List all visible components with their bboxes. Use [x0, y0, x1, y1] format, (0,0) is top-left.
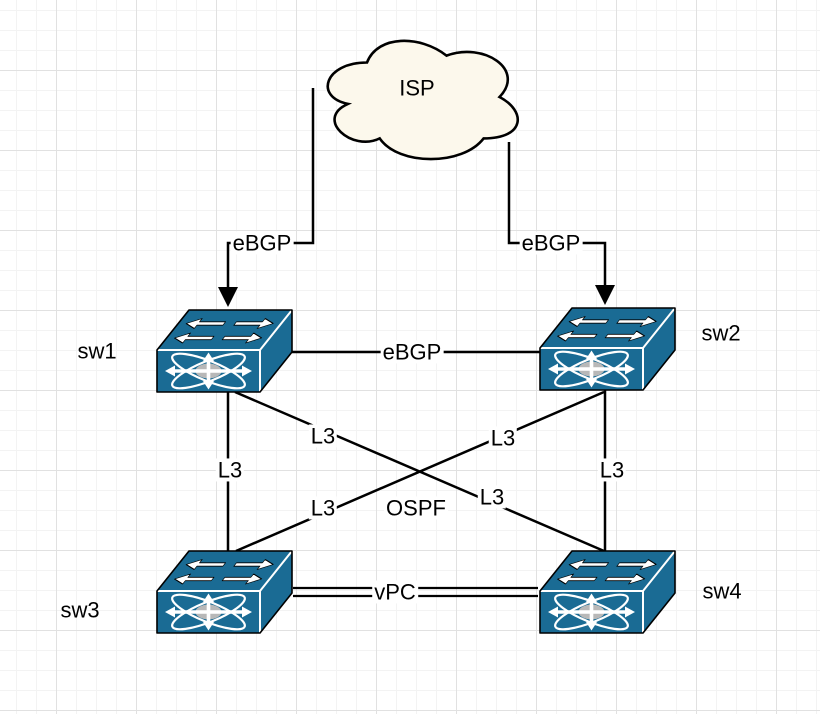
edge-label-l3-sw2-sw3-upper[interactable]: L3	[488, 425, 518, 451]
arrowhead-down-icon	[595, 285, 615, 305]
edge-label-vpc-sw3-sw4[interactable]: vPC	[372, 579, 418, 605]
arrowhead-down-icon	[218, 287, 238, 307]
node-sw2-layer3-switch-icon[interactable]	[538, 306, 677, 394]
edge-label-l3-sw2-sw3-lower[interactable]: L3	[308, 495, 338, 521]
edge-isp-sw2[interactable]	[507, 142, 615, 305]
edge-label-ebgp-isp-sw2[interactable]: eBGP	[519, 230, 583, 256]
cloud-icon	[326, 39, 519, 161]
edge-label-l3-sw2-sw4[interactable]: L3	[597, 457, 627, 483]
node-label-sw1[interactable]: sw1	[77, 338, 117, 364]
node-label-sw2[interactable]: sw2	[701, 320, 741, 346]
edge-label-l3-sw1-sw4-lower[interactable]: L3	[477, 484, 507, 510]
isp-cloud[interactable]	[326, 39, 519, 161]
isp-label[interactable]: ISP	[399, 75, 435, 101]
node-label-sw3[interactable]: sw3	[60, 597, 100, 623]
edge-sw2-sw3-l3[interactable]	[235, 390, 605, 553]
edge-label-l3-sw1-sw4-upper[interactable]: L3	[308, 423, 338, 449]
edge-label-l3-sw1-sw3[interactable]: L3	[215, 457, 245, 483]
edge-label-ebgp-sw1-sw2[interactable]: eBGP	[380, 339, 444, 365]
edge-isp-sw1[interactable]	[218, 88, 315, 307]
edge-label-ebgp-isp-sw1[interactable]: eBGP	[230, 230, 294, 256]
node-sw1-layer3-switch-icon[interactable]	[155, 308, 294, 396]
node-sw4-layer3-switch-icon[interactable]	[538, 549, 677, 637]
node-sw3-layer3-switch-icon[interactable]	[155, 549, 294, 637]
node-label-sw4[interactable]: sw4	[702, 578, 742, 604]
annotation-ospf[interactable]: OSPF	[384, 495, 448, 521]
